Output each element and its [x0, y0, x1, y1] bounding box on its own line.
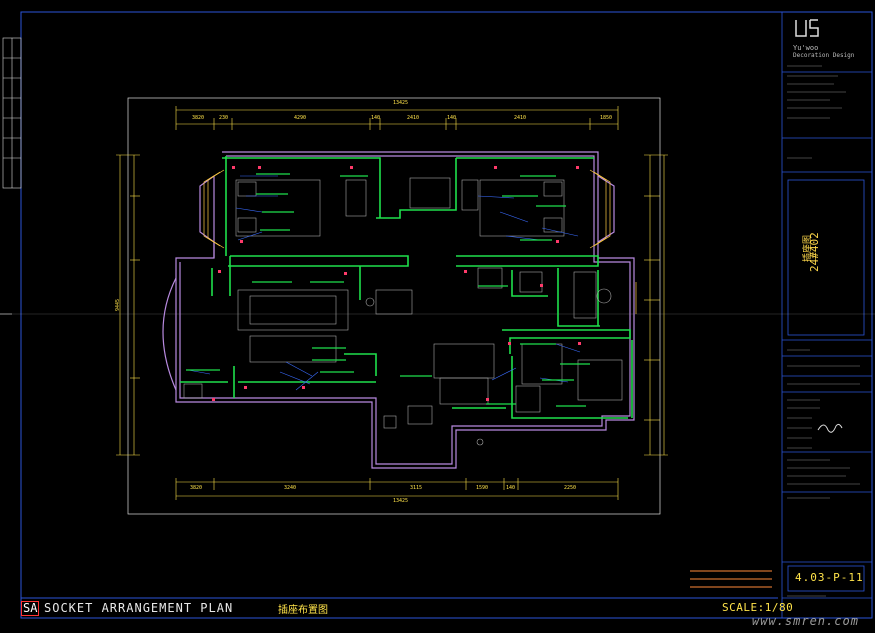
- dim-top-seg-1: 3820: [192, 115, 205, 121]
- dim-bottom-seg-4: 1590: [476, 485, 489, 491]
- inner-walls: [180, 156, 633, 419]
- drawing-title-cn: 插座布置图: [278, 605, 328, 616]
- drawing-code: 24#402: [808, 232, 821, 272]
- dimension-lines: [116, 106, 668, 500]
- sheet-outer-frame: [20, 11, 873, 619]
- revision-strip: [2, 37, 22, 189]
- dim-bottom-seg-3: 3115: [410, 485, 423, 491]
- sheet-code: SA: [21, 601, 40, 616]
- outer-walls: [162, 151, 635, 469]
- dim-left-total: 9445: [115, 298, 122, 312]
- brand-subtitle: Decoration Design: [793, 52, 855, 59]
- drawing-boundary: [127, 97, 661, 515]
- dim-top-seg-4: 140: [371, 115, 381, 121]
- dim-top-seg-2: 230: [219, 115, 229, 121]
- dim-top-total: 13425: [393, 100, 409, 106]
- annotation-labels: [186, 173, 590, 407]
- socket-leaders: [187, 175, 581, 391]
- dim-bottom-total: 13425: [393, 498, 409, 504]
- bay-windows: [203, 169, 637, 404]
- title-block: [781, 11, 873, 619]
- drawing-title: SOCKET ARRANGEMENT PLAN: [44, 601, 234, 615]
- watermark: www.smren.com: [752, 614, 859, 628]
- brand-name: Yu'woo: [793, 44, 819, 52]
- dim-top-seg-7: 2410: [514, 115, 527, 121]
- socket-symbols: [212, 166, 581, 401]
- dim-top-seg-8: 1850: [600, 115, 613, 121]
- dim-bottom-seg-6: 2250: [564, 485, 577, 491]
- dim-bottom-seg-1: 3820: [190, 485, 203, 491]
- sheet-number: 4.03-P-11: [795, 571, 864, 584]
- title-block-text-lines: [787, 65, 860, 597]
- dim-top-seg-5: 2410: [407, 115, 420, 121]
- dim-bottom-seg-5: 140: [506, 485, 516, 491]
- dim-bottom-seg-2: 3240: [284, 485, 297, 491]
- furniture: [183, 177, 623, 446]
- logo-mark: [795, 19, 819, 37]
- signature-mark: [817, 423, 843, 433]
- notes-block: [690, 570, 772, 588]
- scale-label: SCALE:1/80: [722, 601, 794, 614]
- dim-top-seg-3: 4290: [294, 115, 307, 121]
- dim-top-seg-6: 140: [447, 115, 457, 121]
